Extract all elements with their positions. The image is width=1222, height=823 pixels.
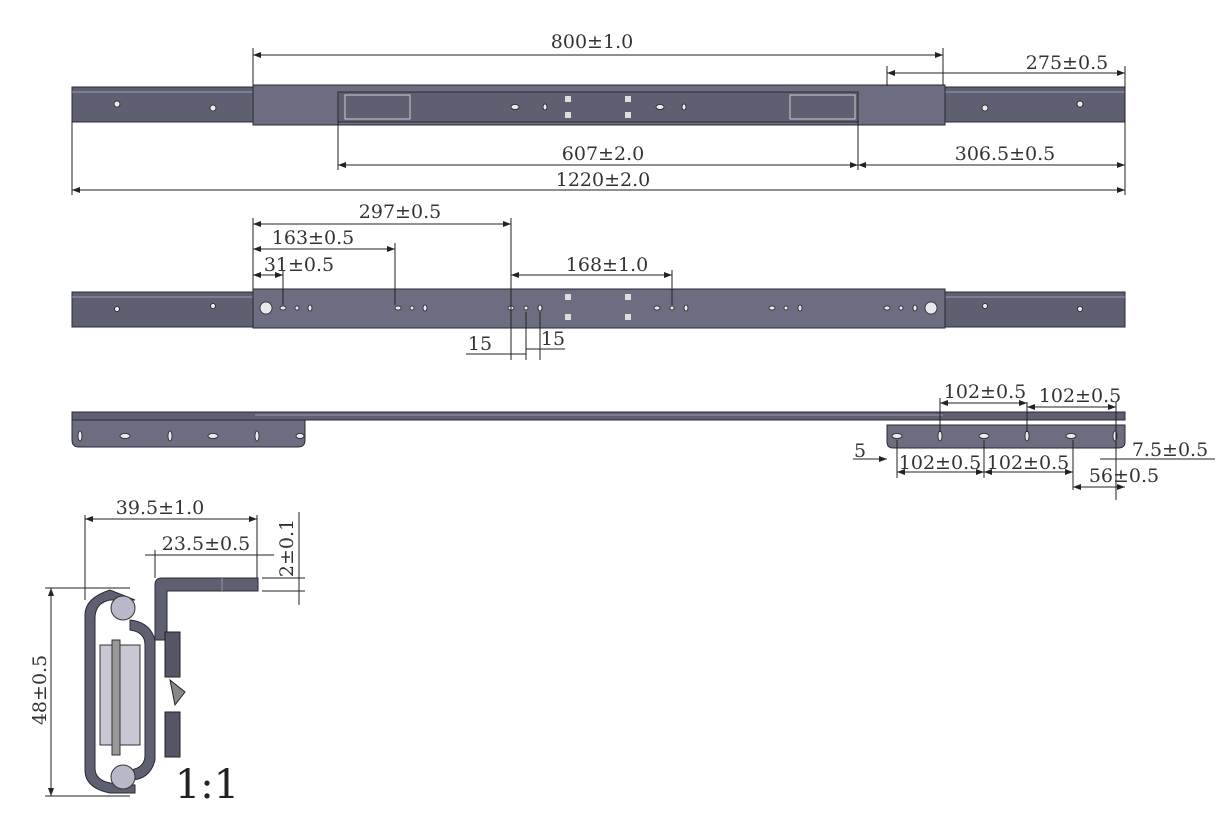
dim-275: 275±0.5 (1026, 52, 1108, 74)
dim-306-5: 306.5±0.5 (955, 143, 1056, 165)
dim-102-bottom-2: 102±0.5 (987, 452, 1069, 474)
dim-31: 31±0.5 (264, 254, 334, 276)
dim-overall-travel: 800±1.0 (551, 31, 633, 53)
dim-thickness: 2±0.1 (276, 519, 298, 577)
dim-overall-length: 1220±2.0 (556, 169, 651, 191)
dim-297: 297±0.5 (359, 201, 441, 223)
middle-rail (252, 288, 946, 329)
mounting-bracket (154, 577, 259, 641)
dim-102-bottom-1: 102±0.5 (899, 452, 981, 474)
dim-163: 163±0.5 (272, 227, 354, 249)
rail-edge (71, 411, 1126, 421)
top-view: 800±1.0 275±0.5 607±2.0 306.5±0.5 1220±2… (71, 31, 1126, 195)
dim-height: 48±0.5 (29, 655, 51, 725)
dim-23-5: 23.5±0.5 (162, 533, 250, 555)
dim-7-5: 7.5±0.5 (1132, 439, 1208, 461)
dim-56: 56±0.5 (1089, 465, 1159, 487)
left-bracket (71, 419, 306, 448)
cross-section-view: 39.5±1.0 23.5±0.5 2±0.1 48±0.5 1:1 (29, 497, 305, 808)
right-bracket (886, 424, 1126, 449)
side-view: 297±0.5 163±0.5 31±0.5 168±1.0 15 15 (71, 201, 1126, 360)
bottom-view: 102±0.5 102±0.5 5 102±0.5 102±0.5 7.5±0.… (71, 381, 1215, 500)
inner-rail (337, 91, 859, 123)
dim-102-top-2: 102±0.5 (1039, 385, 1121, 407)
dim-607: 607±2.0 (562, 143, 644, 165)
dim-39-5: 39.5±1.0 (116, 497, 204, 519)
dim-15-right: 15 (541, 328, 565, 350)
scale-label: 1:1 (175, 762, 239, 808)
dim-102-top-1: 102±0.5 (944, 381, 1026, 403)
dim-5: 5 (854, 440, 866, 462)
dim-168: 168±1.0 (566, 254, 648, 276)
dim-15-left: 15 (468, 333, 492, 355)
